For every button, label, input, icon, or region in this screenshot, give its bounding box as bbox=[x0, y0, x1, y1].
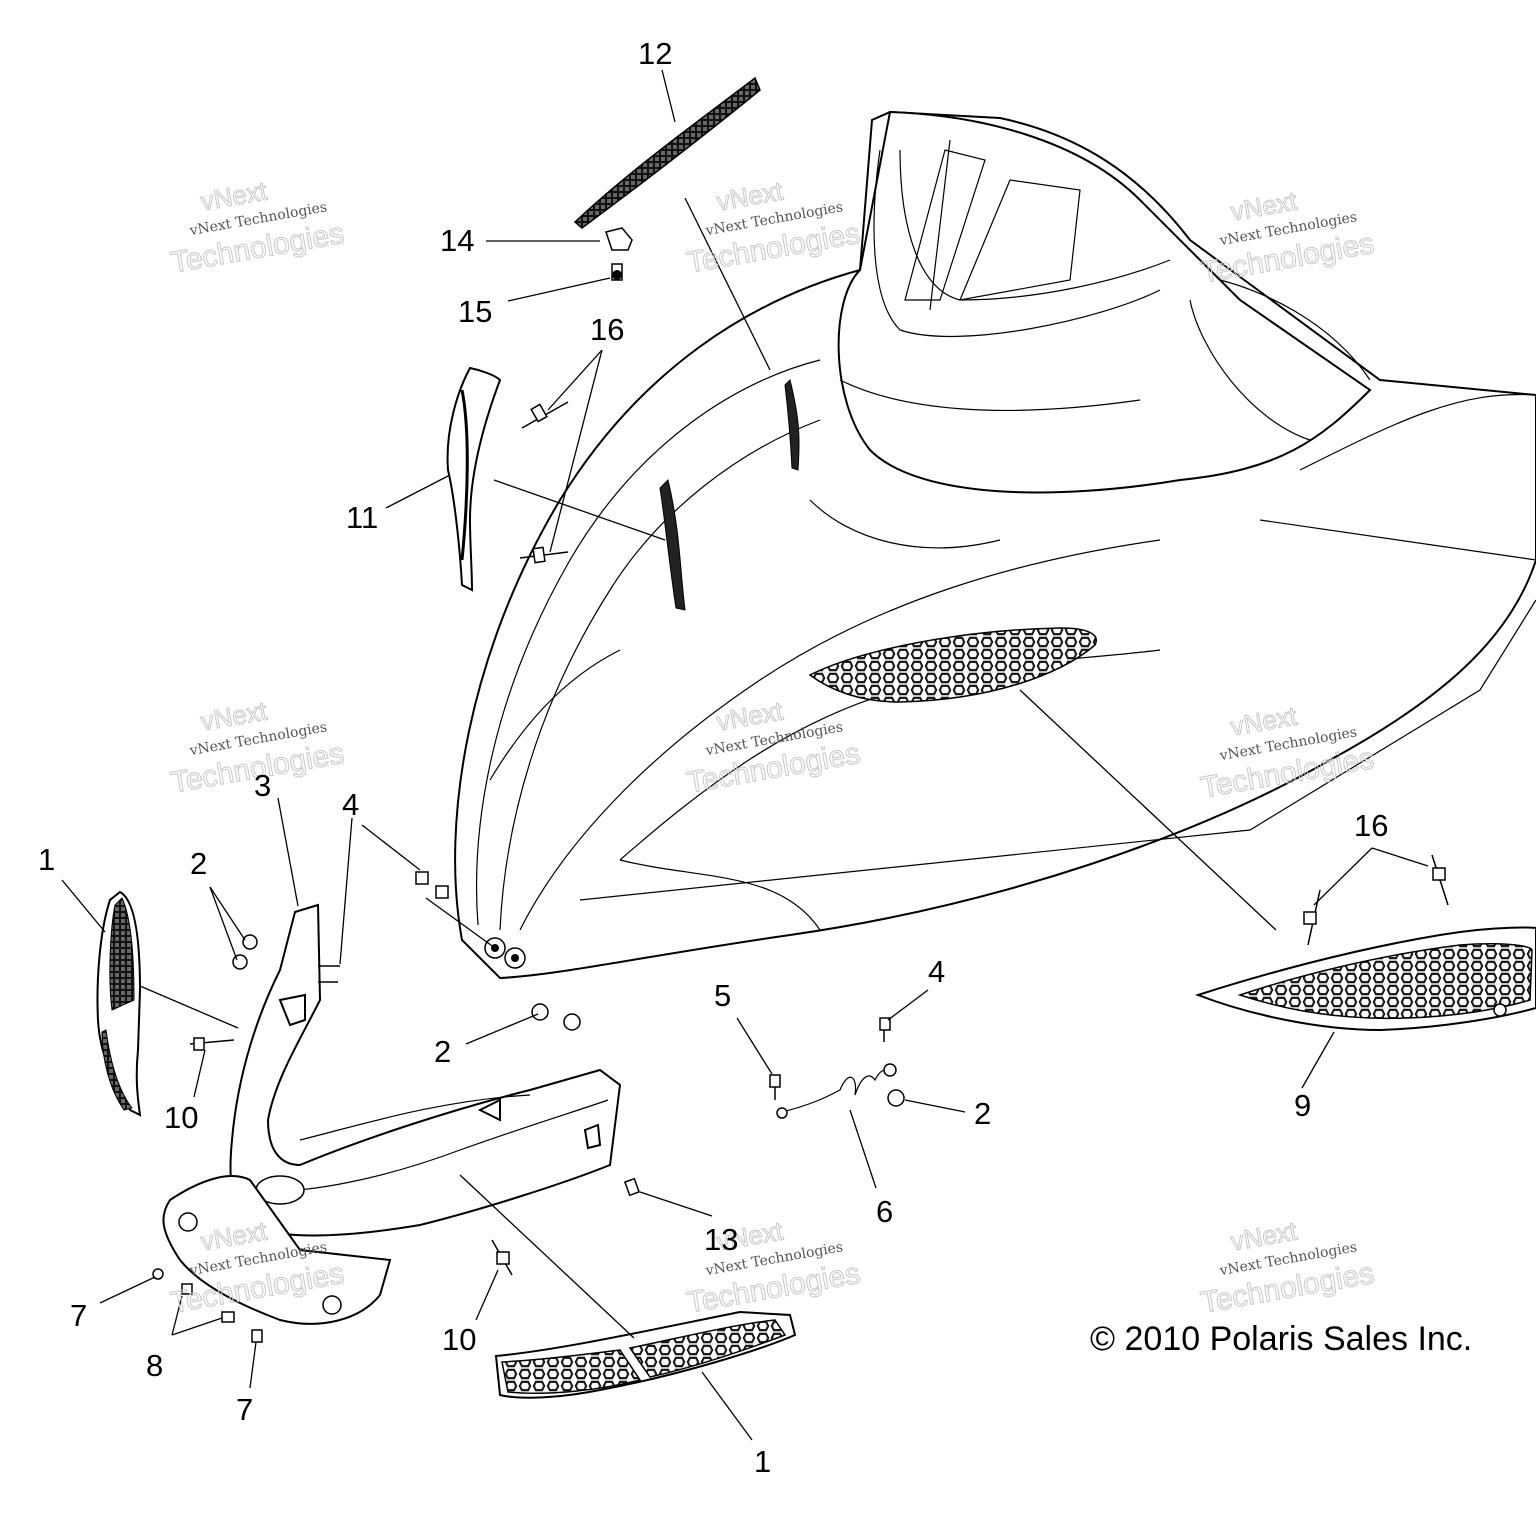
callout-10: 10 bbox=[164, 1100, 198, 1135]
callout-15: 15 bbox=[458, 294, 492, 329]
callout-10: 10 bbox=[442, 1322, 476, 1357]
part-16-rivets-right bbox=[1303, 854, 1449, 946]
callout-12: 12 bbox=[638, 36, 672, 71]
callout-4: 4 bbox=[928, 954, 945, 989]
watermark: vNext vNext Technologies Technologies bbox=[1198, 185, 1377, 290]
callout-5: 5 bbox=[714, 978, 731, 1013]
callout-labels: 12 14 15 16 11 3 4 1 2 2 10 5 4 2 6 16 9… bbox=[38, 36, 1388, 1479]
callout-1: 1 bbox=[754, 1444, 771, 1479]
part-11-side-trim bbox=[446, 366, 502, 592]
callout-16: 16 bbox=[1354, 808, 1388, 843]
part-1-bottom-grille bbox=[494, 1310, 797, 1399]
callout-7: 7 bbox=[70, 1298, 87, 1333]
callout-7: 7 bbox=[236, 1392, 253, 1427]
callout-11: 11 bbox=[346, 500, 378, 535]
part-14-clip bbox=[605, 227, 633, 251]
part-15-screw bbox=[611, 263, 623, 281]
callout-2: 2 bbox=[974, 1096, 991, 1131]
callout-2: 2 bbox=[190, 846, 207, 881]
leader-lines bbox=[61, 69, 1429, 1441]
part-9-right-grille bbox=[1194, 926, 1536, 1032]
watermark: vNext vNext Technologies Technologies bbox=[168, 175, 347, 280]
callout-14: 14 bbox=[440, 223, 474, 258]
part-16-rivets-upper bbox=[519, 401, 569, 564]
callout-9: 9 bbox=[1294, 1088, 1311, 1123]
watermark: vNext vNext Technologies Technologies bbox=[168, 695, 347, 800]
hood bbox=[454, 110, 1536, 980]
callout-6: 6 bbox=[876, 1194, 893, 1229]
watermark: vNext vNext Technologies Technologies bbox=[1198, 1215, 1377, 1320]
callout-13: 13 bbox=[704, 1222, 738, 1257]
watermark: vNext vNext Technologies Technologies bbox=[684, 175, 863, 280]
callout-8: 8 bbox=[146, 1348, 163, 1383]
callout-3: 3 bbox=[254, 768, 271, 803]
callout-2: 2 bbox=[434, 1034, 451, 1069]
callout-4: 4 bbox=[342, 787, 359, 822]
hardware-small-parts bbox=[152, 871, 905, 1343]
copyright-notice: © 2010 Polaris Sales Inc. bbox=[1090, 1320, 1472, 1358]
callout-1: 1 bbox=[38, 842, 55, 877]
part-1-left-grille bbox=[96, 890, 142, 1117]
callout-16: 16 bbox=[590, 312, 624, 347]
part-12-vent-strip bbox=[573, 76, 761, 229]
part-3-lower-nose bbox=[162, 903, 622, 1325]
